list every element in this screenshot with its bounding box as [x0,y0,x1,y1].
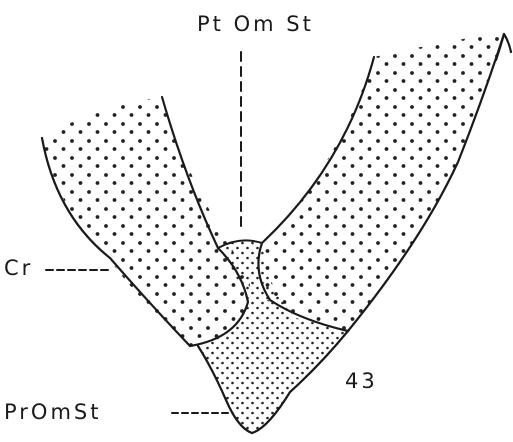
figure-number: 43 [345,371,378,392]
label-pr-om-st: PrOmSt [4,402,101,423]
label-pt-om-st: Pt Om St [197,14,314,35]
label-cr: Cr [4,258,33,279]
left-arm-region [42,97,250,346]
